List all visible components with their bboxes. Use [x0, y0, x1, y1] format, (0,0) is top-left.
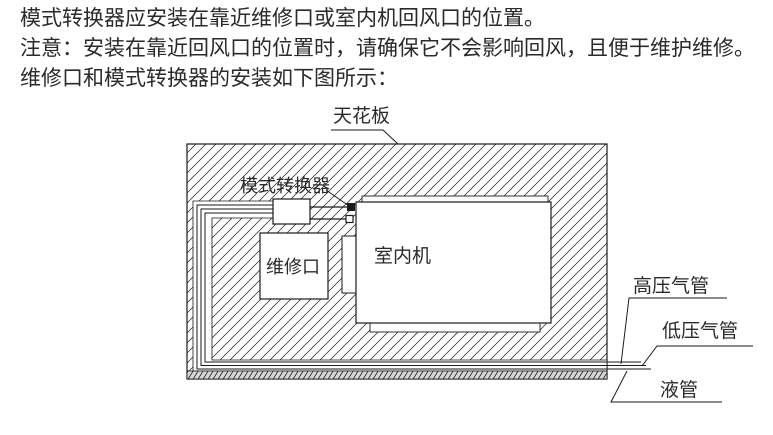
- instruction-line-2: 注意：安装在靠近回风口的位置时，请确保它不会影响回风，且便于维护维修。: [20, 36, 755, 60]
- indoor-unit-label: 室内机: [374, 245, 431, 267]
- low-pressure-gas-pipe-line: [200, 208, 646, 366]
- service-port-box: [259, 232, 329, 300]
- liquid-pipe-leader: [610, 370, 722, 403]
- service-port: 维修口: [259, 232, 329, 300]
- indoor-unit-top-flange: [361, 195, 549, 203]
- high-pressure-gas-pipe-line: [204, 212, 641, 363]
- service-port-label: 维修口: [266, 257, 320, 277]
- liquid-pipe-line: [196, 204, 651, 370]
- ceiling-leader: [331, 129, 399, 145]
- mode-converter-leader: [325, 189, 350, 207]
- ceiling-bottom-band-hatch: [187, 371, 607, 379]
- indoor-unit-box: [355, 201, 552, 324]
- high-pressure-gas-pipe-label: 高压气管: [633, 275, 709, 297]
- mode-converter-label: 模式转换器: [240, 176, 330, 196]
- mode-converter-box: [272, 198, 311, 225]
- indoor-unit-bottom-flange: [369, 322, 541, 333]
- low-pressure-gas-pipe-label: 低压气管: [662, 320, 738, 342]
- high-pressure-gas-pipe-leader: [620, 297, 727, 365]
- pipe-joint-open: [345, 214, 354, 224]
- instruction-text-block: 模式转换器应安装在靠近维修口或室内机回风口的位置。 注意：安装在靠近回风口的位置…: [20, 3, 770, 93]
- liquid-pipe-label: 液管: [660, 379, 698, 401]
- instruction-line-1: 模式转换器应安装在靠近维修口或室内机回风口的位置。: [20, 6, 545, 30]
- ceiling-label: 天花板: [333, 105, 390, 127]
- instruction-line-3: 维修口和模式转换器的安装如下图所示：: [20, 66, 398, 90]
- indoor-unit-inlet-duct: [341, 235, 358, 294]
- mode-converter: 模式转换器: [240, 176, 355, 225]
- pipe-joint-filled: [347, 203, 355, 211]
- indoor-unit: 室内机: [341, 195, 552, 333]
- ceiling-callout: 天花板: [331, 105, 399, 145]
- low-pressure-gas-pipe-leader: [641, 345, 753, 367]
- pipe-callouts: 高压气管 低压气管 液管: [610, 275, 753, 403]
- refrigerant-pipes: [196, 204, 651, 370]
